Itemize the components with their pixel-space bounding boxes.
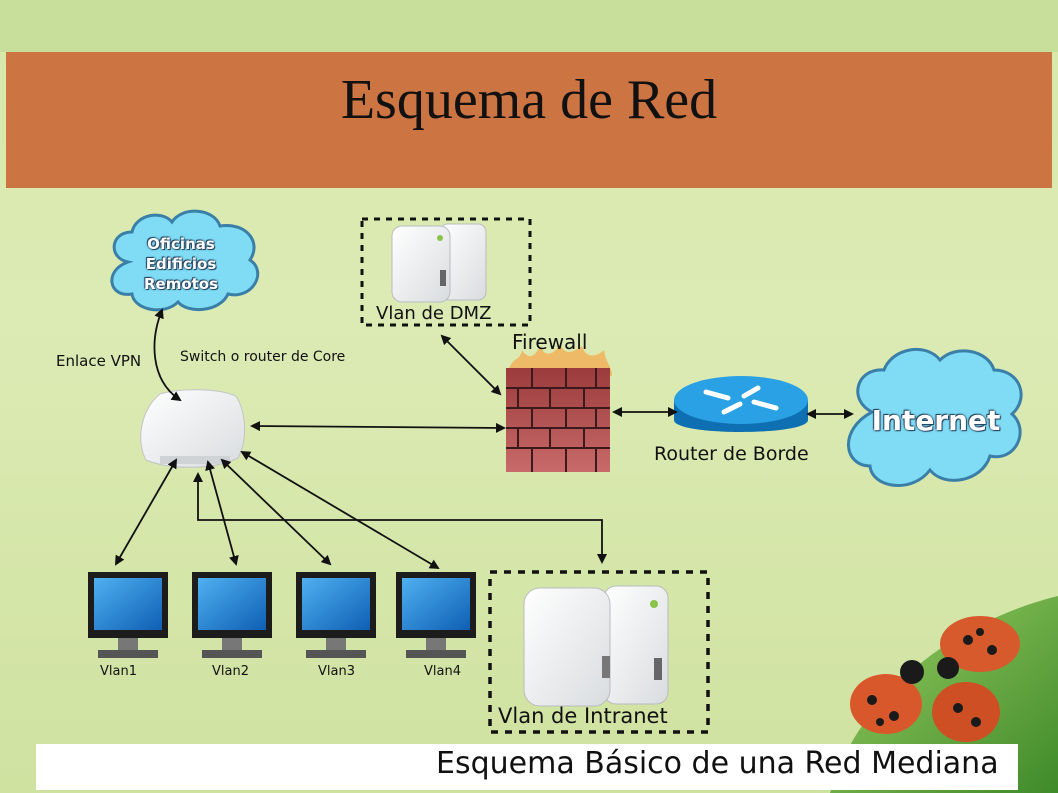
dmz-zone-box	[360, 217, 532, 327]
monitor-icon-vlan3	[296, 572, 376, 658]
edge-router-icon	[674, 376, 808, 432]
vlan4-label: Vlan4	[424, 664, 461, 679]
remote-offices-line2: Edificios	[145, 255, 217, 273]
intranet-zone-box	[488, 570, 710, 734]
intranet-server-icon	[523, 585, 669, 707]
slide-title: Esquema de Red	[340, 69, 718, 131]
connections	[115, 308, 854, 570]
core-switch-icon	[140, 389, 246, 468]
remote-offices-line3: Remotos	[143, 275, 219, 293]
title-band	[6, 52, 1052, 188]
intranet-label: Vlan de Intranet	[498, 704, 668, 728]
firewall-label: Firewall	[512, 330, 588, 354]
dmz-label: Vlan de DMZ	[376, 303, 492, 324]
core-switch-label: Switch o router de Core	[180, 349, 346, 365]
remote-offices-cloud-icon	[110, 209, 260, 312]
vlan2-label: Vlan2	[212, 664, 249, 679]
monitor-icon-vlan1	[88, 572, 168, 658]
vlan1-label: Vlan1	[100, 664, 137, 679]
edge-router-label: Router de Borde	[654, 443, 809, 465]
internet-label: Internet	[871, 404, 1001, 437]
remote-offices-line1: Oficinas	[147, 235, 215, 253]
monitor-icon-vlan4	[396, 572, 476, 658]
vpn-link-label: Enlace VPN	[56, 352, 142, 370]
monitor-icon-vlan2	[192, 572, 272, 658]
internet-cloud-icon	[847, 348, 1023, 487]
firewall-icon	[506, 344, 612, 472]
diagram-caption: Esquema Básico de una Red Mediana	[436, 746, 999, 781]
top-strip	[0, 0, 1058, 52]
vlan3-label: Vlan3	[318, 664, 355, 679]
remote-offices-label: Oficinas Edificios Remotos	[126, 234, 236, 294]
caption-bar	[36, 744, 1018, 790]
ladybug-image	[830, 596, 1058, 793]
dmz-server-icon	[391, 223, 487, 303]
